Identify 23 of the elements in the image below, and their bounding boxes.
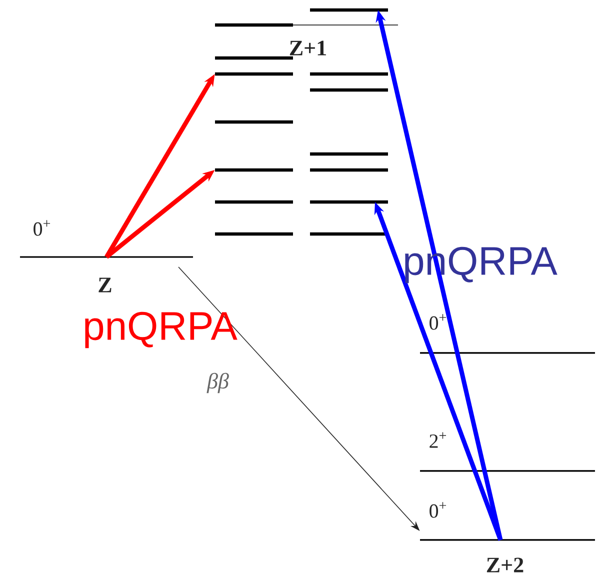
energy-level (310, 72, 388, 76)
spin-label: 2$^{+}$ (430, 432, 446, 448)
energy-level (310, 152, 388, 156)
nucleus-label: Z+1 (290, 40, 326, 56)
energy-level (310, 168, 388, 172)
spin-label: 0$^{+}$ (430, 502, 446, 518)
spin-label: 0$^{+}$ (430, 314, 446, 330)
energy-level (215, 200, 293, 204)
spin-label: 0$^{+}$ (34, 220, 50, 236)
energy-level (215, 232, 293, 236)
nucleus-label: Z (98, 278, 112, 292)
nucleus-label: Z+2 (486, 558, 524, 572)
energy-level (310, 232, 388, 236)
energy-level (310, 8, 388, 12)
method-label: pnQRPA (85, 312, 238, 348)
edge-label: ββ (206, 372, 229, 394)
energy-level (310, 200, 388, 204)
energy-level (310, 88, 388, 92)
energy-level (215, 72, 293, 76)
energy-level (215, 120, 293, 124)
energy-level (215, 56, 293, 60)
energy-level (215, 23, 398, 27)
energy-level (215, 168, 293, 172)
